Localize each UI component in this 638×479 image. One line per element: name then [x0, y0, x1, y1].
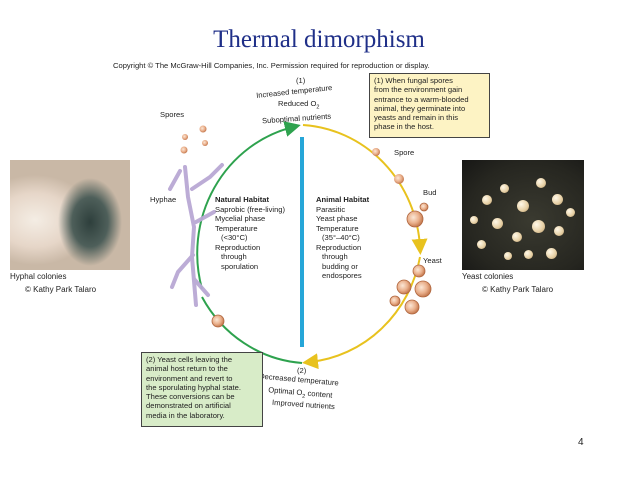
- natural-habitat-title: Natural Habitat: [215, 195, 270, 204]
- habitat-divider: [300, 137, 304, 347]
- top-condition-marker: (1): [296, 76, 306, 85]
- dimorphism-figure: Copyright © The McGraw-Hill Companies, I…: [10, 57, 584, 433]
- natural-habitat-list: Natural Habitat Saprobic (free-living) M…: [215, 195, 285, 271]
- box1-line: from the environment gain: [374, 85, 463, 95]
- natural-habitat-item: Mycelial phase: [215, 214, 266, 223]
- animal-habitat-item: budding or: [322, 261, 358, 271]
- page-number: 4: [578, 437, 584, 448]
- animal-habitat-item: Parasitic: [316, 204, 346, 214]
- cycle-diagram: [168, 121, 432, 370]
- yeast-photo-credit: © Kathy Park Talaro: [482, 285, 554, 294]
- hyphal-photo-credit: © Kathy Park Talaro: [25, 285, 97, 294]
- box1-line: entrance to a warm-blooded: [374, 94, 469, 104]
- animal-habitat-item: endospores: [322, 271, 362, 280]
- hyphal-colonies-photo: [10, 160, 130, 270]
- box2-line: media in the laboratory.: [146, 410, 225, 420]
- slide-title: Thermal dimorphism: [213, 26, 425, 53]
- animal-habitat-title: Animal Habitat: [316, 195, 370, 204]
- hyphal-phase-arrow: [196, 121, 301, 290]
- box2-line: (2) Yeast cells leaving the: [146, 355, 233, 364]
- hyphae-label: Hyphae: [150, 195, 177, 204]
- box2-line: demonstrated on artificial: [146, 401, 231, 411]
- natural-habitat-item: Temperature: [215, 223, 258, 233]
- animal-habitat-item: Temperature: [316, 223, 359, 233]
- box1-line: yeasts and remain in this: [374, 113, 458, 123]
- yeast-photo-caption: Yeast colonies: [462, 272, 514, 281]
- yeast-phase-arrow: [302, 256, 421, 370]
- natural-habitat-item: Saprobic (free-living): [215, 204, 286, 214]
- natural-habitat-item: Reproduction: [215, 242, 261, 252]
- yeast-label: Yeast: [423, 256, 442, 265]
- spore-label: Spore: [394, 148, 415, 157]
- reversion-explanation-box: (2) Yeast cells leaving the animal host …: [141, 352, 263, 427]
- box2-line: These conversions can be: [146, 392, 235, 402]
- animal-habitat-item: Reproduction: [316, 242, 362, 252]
- natural-habitat-item: sporulation: [221, 261, 259, 271]
- natural-habitat-item: through: [221, 252, 247, 261]
- animal-habitat-item: Yeast phase: [316, 214, 358, 223]
- animal-habitat-item: through: [322, 252, 348, 261]
- bud-label: Bud: [423, 188, 437, 197]
- box2-line: environment and revert to: [146, 373, 233, 383]
- reduced-oxygen-label: Reduced O2: [278, 99, 320, 111]
- warm-host-explanation-box: (1) When fungal spores from the environm…: [369, 73, 490, 138]
- hyphae-drawing: [168, 163, 224, 307]
- box2-line: the sporulating hyphal state.: [146, 382, 241, 392]
- box2-line: animal host return to the: [146, 364, 228, 374]
- hyphal-photo-caption: Hyphal colonies: [10, 272, 67, 281]
- box1-line: phase in the host.: [374, 122, 434, 132]
- natural-habitat-item: (<30°C): [221, 233, 248, 242]
- animal-habitat-list: Animal Habitat Parasitic Yeast phase Tem…: [316, 195, 369, 281]
- copyright-notice: Copyright © The McGraw-Hill Companies, I…: [113, 61, 430, 70]
- bottom-condition-marker: (2): [297, 366, 307, 375]
- box1-line: (1) When fungal spores: [374, 76, 453, 85]
- box1-line: animal, they germinate into: [374, 103, 466, 113]
- spores-label: Spores: [160, 110, 185, 119]
- cooling-arrow: [201, 296, 303, 364]
- yeast-colonies-photo: [462, 160, 584, 270]
- animal-habitat-item: (35°–40°C): [322, 233, 360, 242]
